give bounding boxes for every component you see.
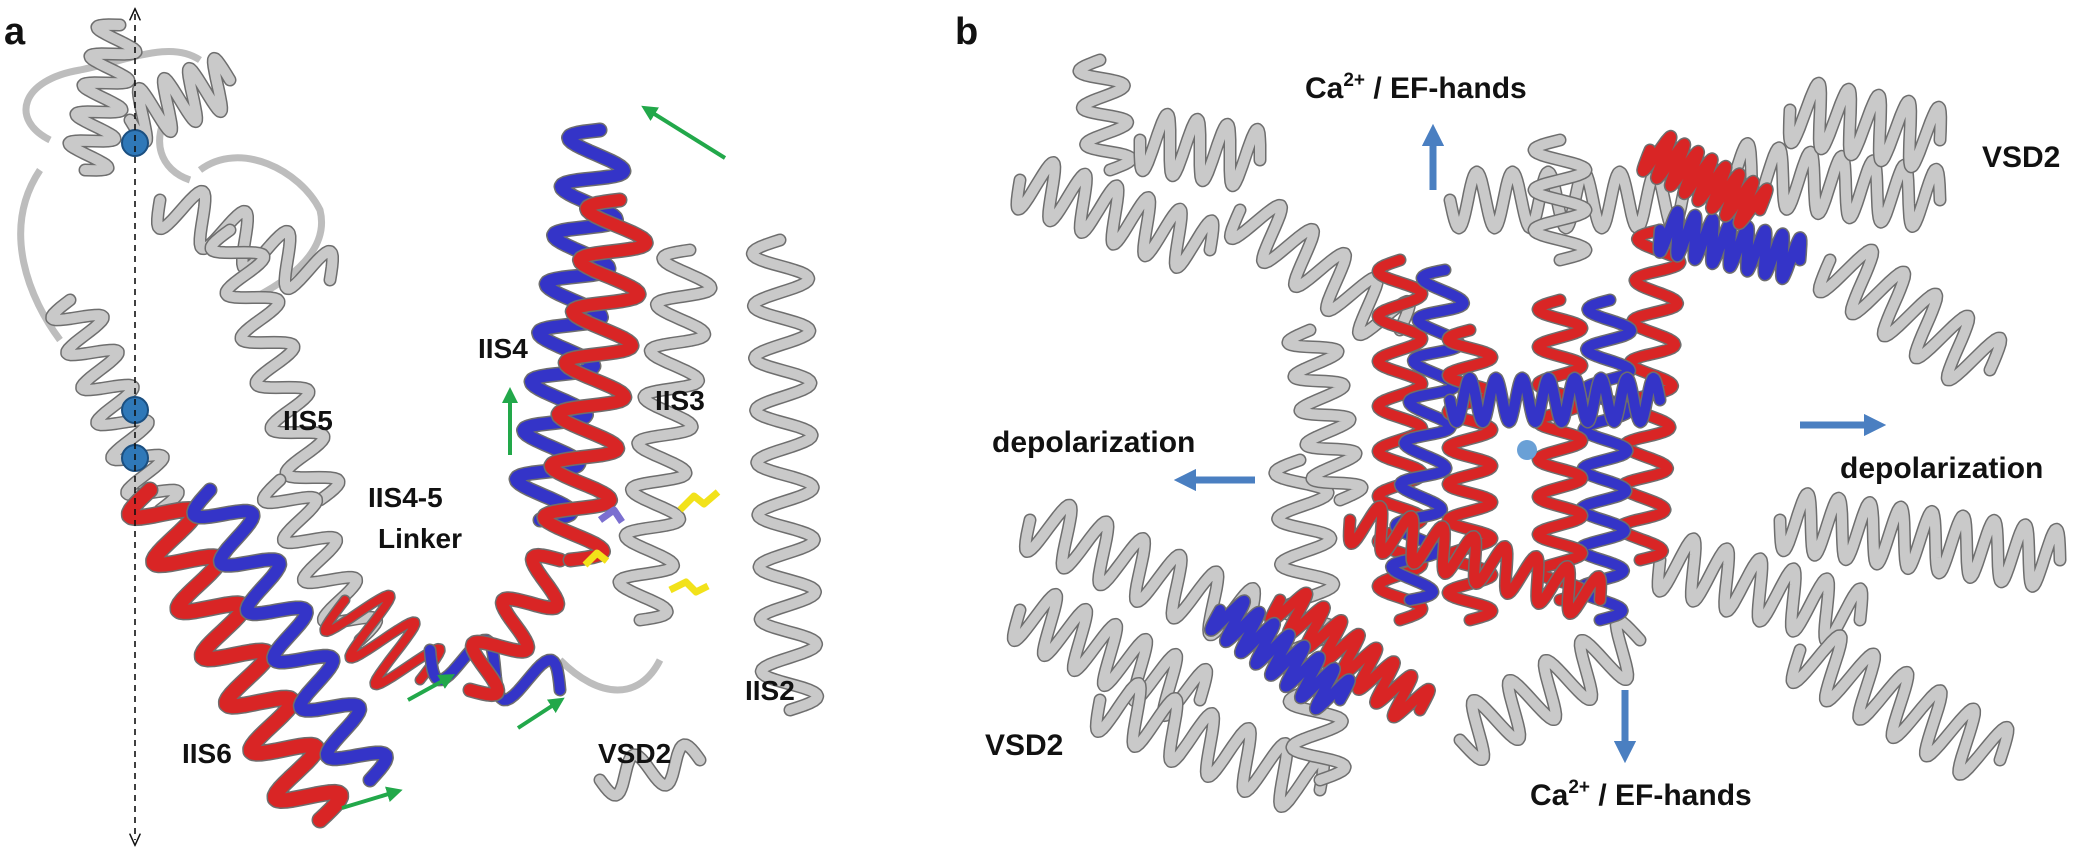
gray-helix: [1784, 78, 1946, 172]
panel-b-gray-helices: [1006, 53, 2067, 813]
gray-helix: [206, 225, 344, 505]
green-movement-arrow-icon: [407, 674, 456, 702]
gray-helix: [1529, 135, 1591, 265]
blue-helix: [1386, 265, 1469, 605]
blue-helix: [1445, 373, 1665, 427]
gray-helix: [1787, 630, 2013, 780]
red-helix: [1344, 501, 1606, 619]
gray-helix: [1073, 55, 1137, 175]
label-iis4: IIS4: [478, 333, 528, 364]
panel-a: a: [4, 11, 825, 840]
red-helix-iis6: [122, 483, 348, 827]
label-linker: Linker: [378, 523, 462, 554]
label-depolarization-left: depolarization: [992, 426, 1195, 459]
label-vsd2-bottom-left: VSD2: [985, 729, 1063, 762]
gray-helix: [1020, 500, 1260, 640]
label-depolarization-right: depolarization: [1840, 452, 2043, 485]
label-iis6: IIS6: [182, 738, 232, 769]
panel-b-colored-helices: [1203, 129, 1808, 724]
gray-helix: [1814, 245, 2006, 385]
red-helix: [1533, 295, 1587, 605]
label-iis4-5: IIS4-5: [368, 482, 443, 513]
red-helix-iis4-lower: [464, 549, 566, 701]
gray-helix: [595, 739, 705, 801]
side-chain: [582, 549, 610, 568]
blue-helix: [1653, 206, 1807, 284]
gray-helix: [1653, 533, 1867, 647]
blue-helix-iis6: [187, 484, 393, 786]
panel-a-side-chains: [582, 489, 721, 596]
label-vsd2-a: VSD2: [598, 738, 671, 769]
panel-a-gray-helices: [17, 18, 825, 802]
red-helix-iis4: [537, 194, 653, 566]
panel-b: b Ca2+ / EF-hands VSD2 depolarization de…: [955, 11, 2067, 813]
gray-helix: [1091, 678, 1329, 812]
label-iis2: IIS2: [745, 675, 795, 706]
ion-sphere-icon: [121, 129, 149, 157]
green-movement-arrow-icon: [641, 105, 727, 160]
gray-helix: [747, 235, 823, 715]
label-ca-ef-hands-bottom: Ca2+ / EF-hands: [1530, 777, 1752, 812]
panel-a-letter: a: [4, 11, 26, 53]
gray-helix: [613, 245, 717, 625]
gray-helix: [1282, 325, 1368, 505]
panel-a-loop: [557, 657, 664, 694]
gray-helix: [1775, 488, 2065, 592]
gray-helix: [1008, 589, 1212, 721]
side-chain: [677, 489, 721, 513]
ion-sphere-icon: [1517, 440, 1537, 460]
panel-a-loop: [22, 47, 202, 144]
green-movement-arrow-icon: [516, 697, 565, 730]
panel-a-green-arrows: [341, 105, 727, 810]
gray-helix: [152, 186, 338, 294]
label-iis3: IIS3: [655, 385, 705, 416]
red-helix: [1637, 131, 1773, 229]
gray-helix: [46, 295, 184, 515]
side-chain: [668, 578, 710, 596]
side-chain: [597, 506, 625, 524]
panel-b-blue-arrows: [1173, 123, 1887, 764]
blue-helix: [1205, 595, 1355, 715]
label-vsd2-top-right: VSD2: [1982, 141, 2060, 174]
red-helix-linker: [320, 591, 445, 689]
label-iis5: IIS5: [283, 405, 333, 436]
label-ca-ef-hands-top: Ca2+ / EF-hands: [1305, 70, 1527, 105]
gray-helix: [1225, 200, 1415, 340]
gray-helix: [1455, 615, 1645, 765]
gray-helix: [1135, 109, 1265, 191]
gray-helix: [1011, 157, 1219, 273]
green-movement-arrow-icon: [341, 786, 403, 810]
gray-helix: [125, 53, 235, 147]
panel-b-letter: b: [955, 11, 978, 53]
blue-helix: [1573, 295, 1637, 625]
